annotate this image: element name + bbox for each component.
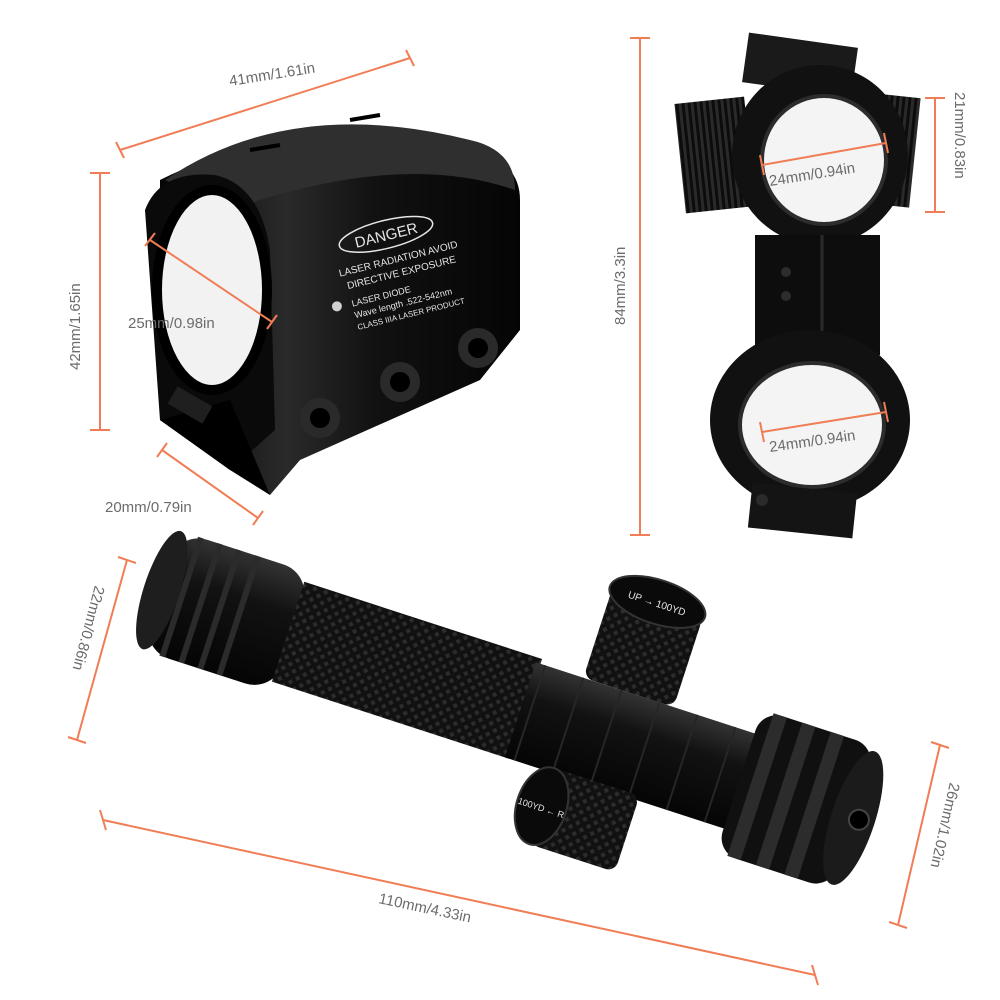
laser-head-dimension: 26mm/1.02in (888, 741, 963, 929)
ring-mount-top-surface (165, 124, 515, 210)
ring-mount-height-dimension: 42mm/1.65in (67, 172, 110, 431)
laser-tail-label: 22mm/0.86in (69, 584, 108, 672)
windage-knob: 100YD ← R (513, 766, 637, 870)
ring-mount-rail-dimension: 20mm/0.79in (105, 442, 264, 526)
laser-tail-dimension: 22mm/0.86in (67, 556, 137, 744)
double-ring-barrel-mount (674, 32, 921, 539)
laser-length-dimension: 110mm/4.33in (99, 809, 819, 986)
left-rail-pad (674, 96, 756, 214)
knurled-body (271, 581, 543, 759)
elevation-knob: UP → 100YD (585, 574, 707, 705)
double-ring-height-dimension: 84mm/3.3in (612, 37, 650, 536)
top-ring-bore (762, 96, 886, 224)
ring-mount-screws (300, 328, 498, 438)
ring-mount-rail-base (160, 400, 270, 495)
laser-ring-mount: DANGER LASER RADIATION AVOID DIRECTIVE E… (145, 113, 520, 496)
ring-mount-width-label: 41mm/1.61in (228, 60, 316, 90)
ring-mount-height-label: 42mm/1.65in (67, 283, 84, 370)
laser-length-label: 110mm/4.33in (377, 890, 472, 926)
connector-bar (755, 235, 880, 355)
rail-height-dimension: 21mm/0.83in (925, 92, 968, 213)
bottom-ring-bore (740, 363, 884, 487)
ring-mount-bore (157, 190, 267, 390)
laser-aperture (847, 808, 870, 831)
laser-head-label: 26mm/1.02in (927, 781, 963, 869)
danger-badge (338, 215, 434, 253)
laser-sight: UP → 100YD 100YD ← R (136, 530, 884, 885)
rail-height-label: 21mm/0.83in (951, 92, 968, 179)
ring-mount-bore-dimension: 25mm/0.98in (128, 232, 278, 332)
double-ring-height-label: 84mm/3.3in (612, 247, 629, 325)
ring-mount-bore-label: 25mm/0.98in (128, 315, 215, 332)
bottom-clamp (747, 482, 858, 539)
ring-mount-rail-label: 20mm/0.79in (105, 499, 192, 516)
threaded-section (504, 662, 765, 832)
